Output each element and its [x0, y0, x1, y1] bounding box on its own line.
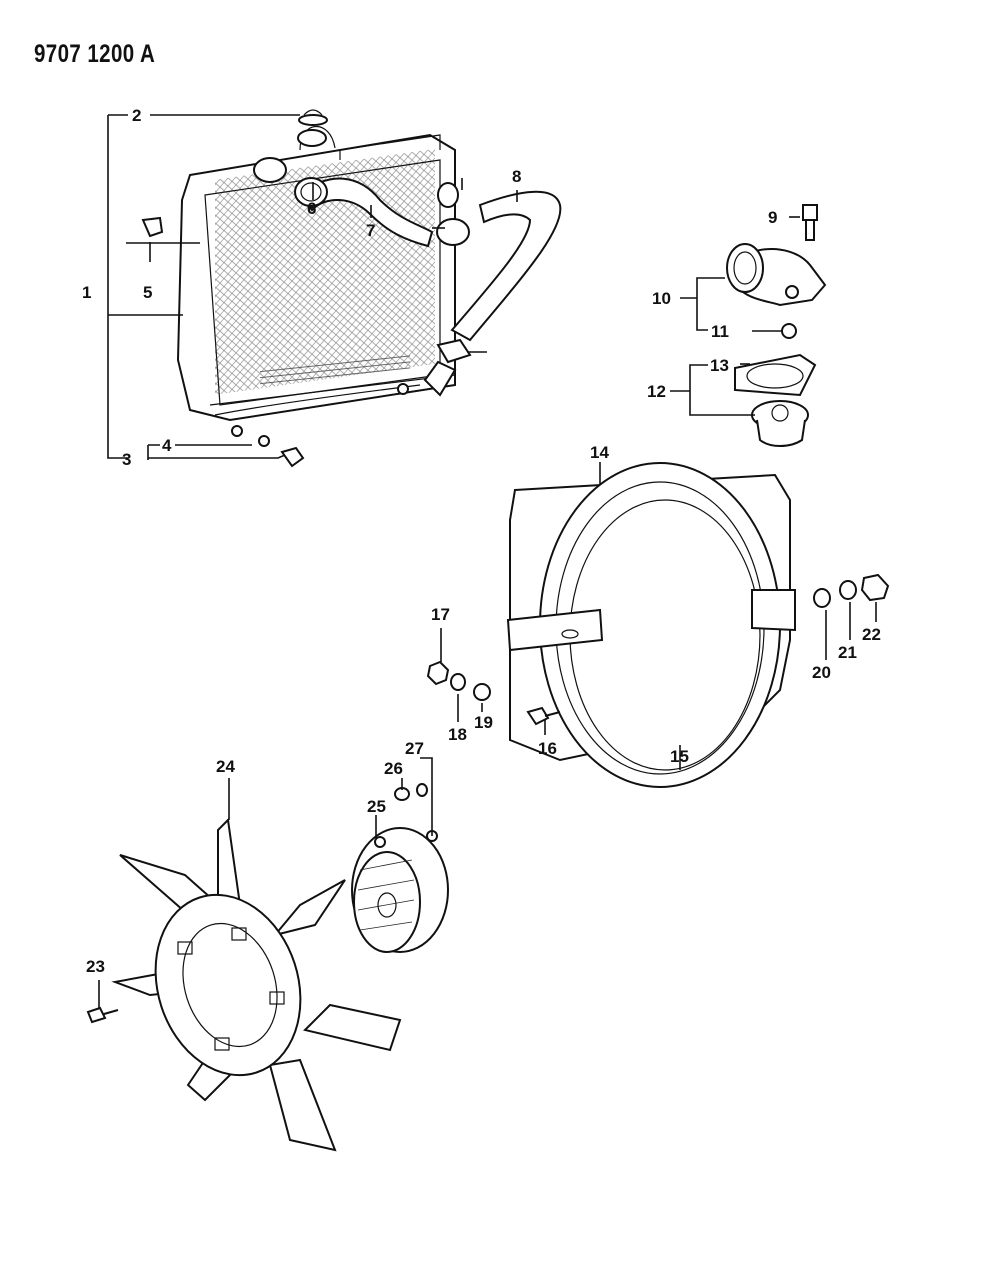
- callout-25: 25: [367, 797, 386, 816]
- hex-nut: [860, 573, 890, 602]
- callout-20: 20: [812, 663, 831, 682]
- callout-12: 12: [647, 382, 666, 401]
- washer: [813, 588, 831, 608]
- callout-26: 26: [384, 759, 403, 778]
- callout-1: 1: [82, 283, 91, 302]
- thermostat-gasket: [734, 353, 817, 397]
- thermostat: [751, 400, 809, 447]
- callout-22: 22: [862, 625, 881, 644]
- cooling-fan: [111, 817, 402, 1152]
- outlet-nut: [781, 323, 797, 339]
- fan-clutch: [351, 827, 449, 953]
- callout-27: 27: [405, 739, 424, 758]
- radiator-cap: [298, 109, 328, 126]
- flat-washer: [473, 683, 491, 701]
- hose-clamp: [294, 177, 472, 364]
- callout-5: 5: [143, 283, 152, 302]
- callout-18: 18: [448, 725, 467, 744]
- callout-11: 11: [711, 322, 729, 341]
- callout-21: 21: [838, 643, 857, 662]
- radiator-assembly: [176, 125, 456, 437]
- callout-7: 7: [366, 221, 375, 240]
- clutch-washer: [416, 783, 428, 797]
- callout-4: 4: [162, 436, 172, 455]
- outlet-bolt: [802, 204, 818, 241]
- lower-hose: [450, 190, 562, 342]
- callout-24: 24: [216, 757, 235, 776]
- shroud-band: [506, 589, 796, 652]
- callout-16: 16: [538, 739, 557, 758]
- water-outlet-fitting: [726, 243, 827, 307]
- callout-2: 2: [132, 106, 141, 125]
- callout-10: 10: [652, 289, 671, 308]
- fan-shroud: [509, 462, 791, 788]
- callout-6: 6: [307, 199, 316, 218]
- callout-9: 9: [768, 208, 777, 227]
- lock-washer: [450, 673, 466, 691]
- document-id: 9707 1200 A: [34, 40, 156, 68]
- callout-13: 13: [710, 356, 729, 375]
- drain-plug: [258, 435, 270, 447]
- nut: [426, 660, 450, 686]
- shroud-bolt: [526, 706, 561, 726]
- upper-hose: [298, 177, 434, 248]
- fan-bolt: [86, 1006, 119, 1024]
- callout-14: 14: [590, 443, 609, 462]
- callout-3: 3: [122, 450, 131, 469]
- callout-23: 23: [86, 957, 105, 976]
- leader-lines: [98, 114, 877, 1008]
- callout-19: 19: [474, 713, 493, 732]
- callout-8: 8: [512, 167, 521, 186]
- callout-labels: 1 2 3 4 5 6 7 8 9 10 11 12 13 14 15 16 1…: [82, 106, 881, 976]
- callout-15: 15: [670, 747, 689, 766]
- spring-washer: [839, 580, 857, 600]
- drain-cock: [280, 446, 305, 468]
- callout-17: 17: [431, 605, 450, 624]
- mounting-bracket: [141, 216, 164, 238]
